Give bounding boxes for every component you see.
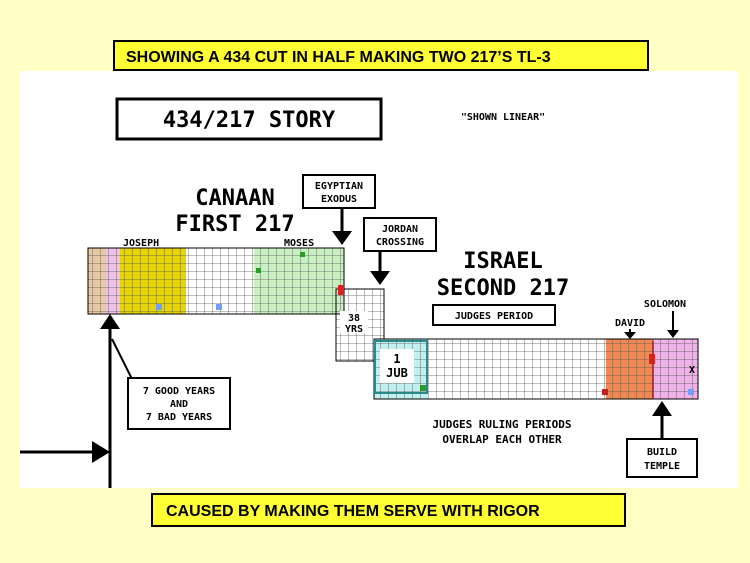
- egyptian-exodus-box: [302, 174, 376, 209]
- story-title-box: [115, 97, 383, 141]
- shown-linear-note: "SHOWN LINEAR": [461, 112, 545, 123]
- solomon-arrow-head: [667, 330, 679, 338]
- title-banner: SHOWING A 434 CUT IN HALF MAKING TWO 217…: [113, 40, 649, 71]
- second-217-heading: SECOND 217: [437, 276, 569, 301]
- jordan-crossing-box: [363, 217, 437, 252]
- crossing-label: CROSSING: [376, 237, 424, 248]
- bad-years-label: 7 BAD YEARS: [146, 412, 212, 423]
- years-38-label: 38: [348, 313, 360, 324]
- joseph-label: JOSEPH: [123, 238, 159, 249]
- david-label: DAVID: [615, 318, 645, 329]
- jub-label: JUB: [386, 366, 408, 380]
- famine-up-arrow-head: [100, 314, 120, 329]
- exodus-arrow-head: [332, 231, 352, 245]
- david-arrow-head: [624, 332, 636, 339]
- judges-period-box: [432, 304, 556, 326]
- good-bad-years-box: [127, 377, 231, 430]
- judges-period-label: JUDGES PERIOD: [455, 311, 533, 322]
- canaan-heading: CANAAN: [195, 186, 274, 211]
- israel-heading: ISRAEL: [463, 249, 542, 274]
- egyptian-label: EGYPTIAN: [315, 181, 363, 192]
- and-label: AND: [170, 399, 188, 410]
- caption-banner: CAUSED BY MAKING THEM SERVE WITH RIGOR: [151, 493, 626, 527]
- timeline-diagram: 434/217 STORY "SHOWN LINEAR" CANAAN FIRS…: [20, 97, 699, 488]
- first-217-heading: FIRST 217: [175, 212, 294, 237]
- present-arrow-head: [92, 441, 110, 463]
- first-217-block: [87, 247, 345, 315]
- yrs-label: YRS: [345, 324, 363, 335]
- build-temple-box: [626, 438, 698, 478]
- temple-label: TEMPLE: [644, 461, 680, 472]
- solomon-label: SOLOMON: [644, 299, 686, 310]
- jub-number: 1: [393, 352, 400, 366]
- exodus-label: EXODUS: [321, 194, 357, 205]
- diagram-panel: 434/217 STORY "SHOWN LINEAR" CANAAN FIRS…: [20, 71, 738, 488]
- jordan-arrow-head: [370, 271, 390, 285]
- x-mark: X: [689, 365, 695, 376]
- jordan-label: JORDAN: [382, 224, 418, 235]
- overlap-label: OVERLAP EACH OTHER: [442, 433, 562, 446]
- story-title: 434/217 STORY: [163, 108, 336, 133]
- second-217-block: [373, 338, 699, 400]
- moses-label: MOSES: [284, 238, 314, 249]
- build-label: BUILD: [647, 447, 677, 458]
- good-years-pointer: [111, 338, 133, 380]
- good-years-label: 7 GOOD YEARS: [143, 386, 215, 397]
- temple-arrow-head: [652, 401, 672, 416]
- judges-ruling-label: JUDGES RULING PERIODS: [432, 418, 571, 431]
